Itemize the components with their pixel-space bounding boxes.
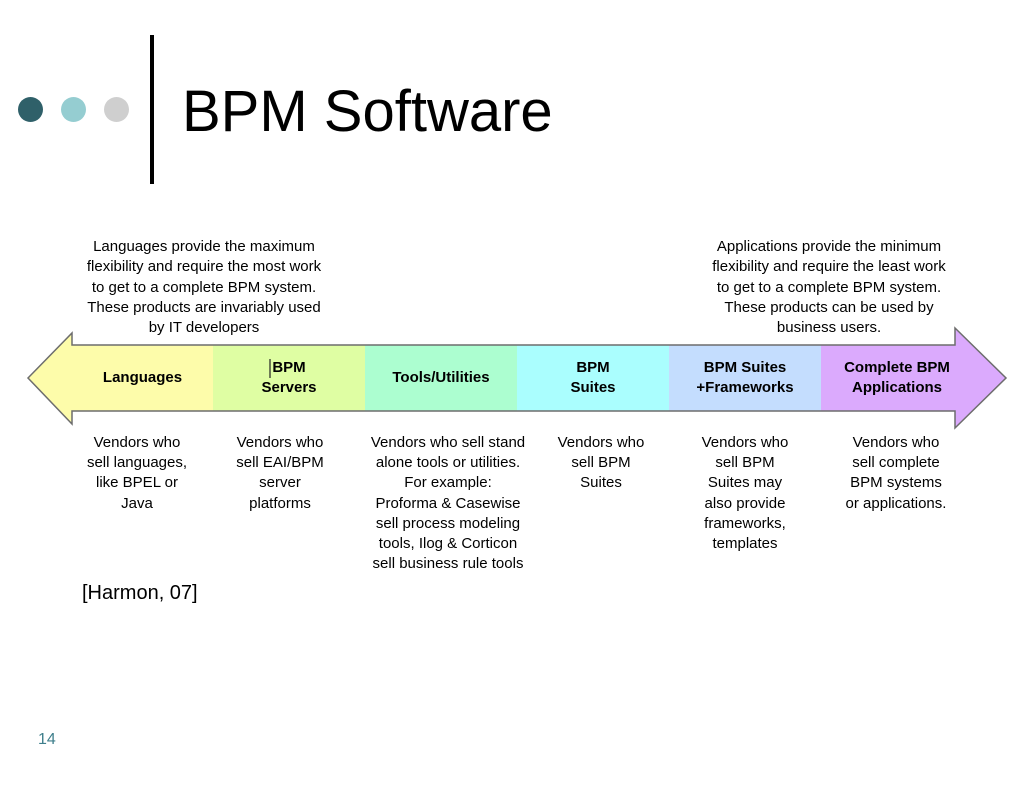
segment-label-complete-bpm-applications: Complete BPM Applications <box>844 359 950 396</box>
arrow-outline <box>26 326 1008 430</box>
vendor-text-bpm-suites-frameworks: Vendors who sell BPM Suites may also pro… <box>701 434 789 553</box>
segment-label-bpm-suites: BPM Suites <box>570 359 616 396</box>
decor-dot-dark <box>18 97 43 122</box>
vendor-text-complete-bpm-applications: Vendors who sell complete BPM systems or… <box>845 434 947 512</box>
right-note: Applications provide the minimum flexibi… <box>712 238 946 337</box>
vendor-text-languages: Vendors who sell languages, like BPEL or… <box>86 434 188 512</box>
decor-dot-light <box>61 97 86 122</box>
slide-number: 14 <box>38 731 56 748</box>
decor-dot-gray <box>104 97 129 122</box>
segment-label-bpm-servers: BPM Servers <box>261 359 317 396</box>
left-note: Languages provide the maximum flexibilit… <box>86 238 322 337</box>
title-divider <box>150 35 154 184</box>
slide-title: BPM Software <box>182 79 553 144</box>
vendor-text-bpm-suites: Vendors who sell BPM Suites <box>557 434 645 492</box>
segment-label-tools-utilities: Tools/Utilities <box>392 369 490 386</box>
segment-label-languages: Languages <box>102 369 183 386</box>
citation: [Harmon, 07] <box>82 582 198 604</box>
vendor-text-bpm-servers: Vendors who sell EAI/BPM server platform… <box>236 434 324 512</box>
segment-label-bpm-suites-frameworks: BPM Suites +Frameworks <box>696 359 794 396</box>
vendor-text-tools-utilities: Vendors who sell stand alone tools or ut… <box>370 434 526 573</box>
